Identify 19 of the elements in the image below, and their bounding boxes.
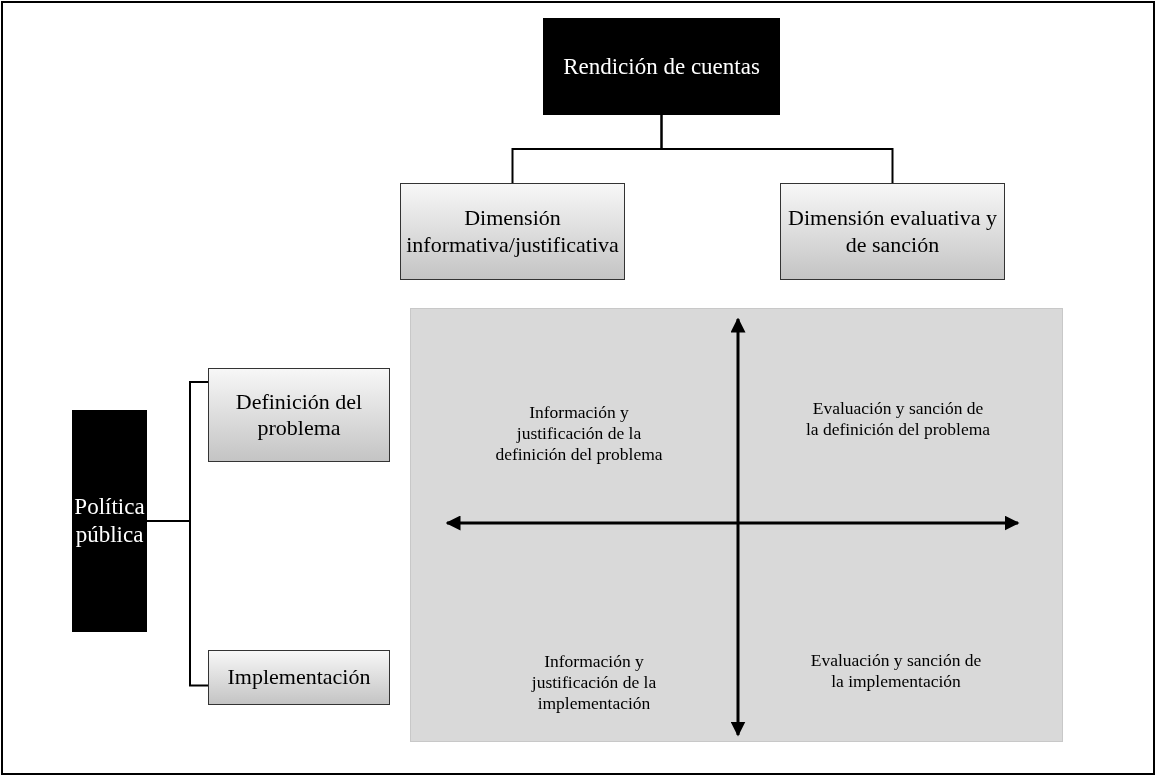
quadrant-text: Información y justificación de la definición del problema	[494, 401, 664, 465]
node-label: Rendición de cuentas	[563, 52, 760, 81]
node-label: Política pública	[73, 493, 146, 549]
stage-box	[208, 368, 390, 462]
stage-box	[208, 650, 390, 705]
connector-line	[146, 520, 209, 687]
dimension-box	[400, 183, 625, 280]
node-label: Dimensión evaluativa y de sanción	[787, 205, 998, 258]
quadrant-panel	[410, 308, 1063, 742]
node-label: Dimensión informativa/justificativa	[405, 205, 620, 258]
quadrant-text: Evaluación y sanción de la definición del problema	[805, 398, 991, 440]
connector-line	[660, 114, 894, 184]
quadrant-text: Evaluación y sanción de la implementación	[809, 650, 983, 692]
node-label: Implementación	[227, 664, 371, 691]
policy-box	[72, 410, 147, 632]
title-box	[543, 18, 780, 115]
node-label: Definición del problema	[234, 388, 364, 442]
dimension-box	[780, 183, 1005, 280]
quadrant-text: Información y justificación de la implementación	[530, 650, 658, 714]
